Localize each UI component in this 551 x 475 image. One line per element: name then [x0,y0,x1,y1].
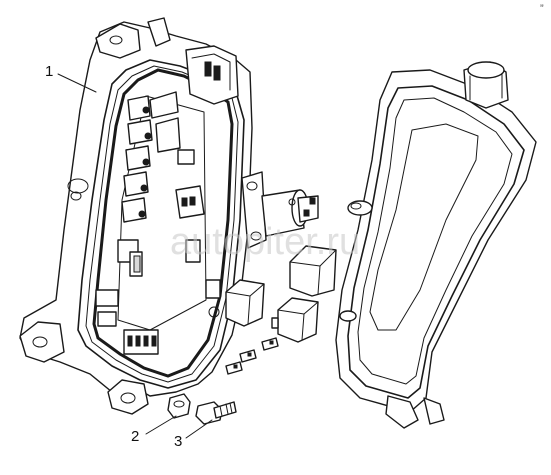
bolt [195,401,237,425]
callout-1-label: 1 [45,63,53,80]
solenoid-relay [241,171,319,249]
mini-fuses [225,317,279,375]
leader-lines [57,73,213,439]
housing-top-connector [147,17,239,105]
callout-2-label: 2 [131,428,139,445]
watermark: autopiter.ru [170,221,360,263]
relay-left [225,279,265,327]
nut [167,393,191,419]
relay-right [277,297,319,343]
cover [335,61,537,429]
corner-mark: ” [540,3,544,15]
internal-relays [95,91,221,355]
callout-3-label: 3 [174,433,182,450]
relay-upper [289,245,337,297]
